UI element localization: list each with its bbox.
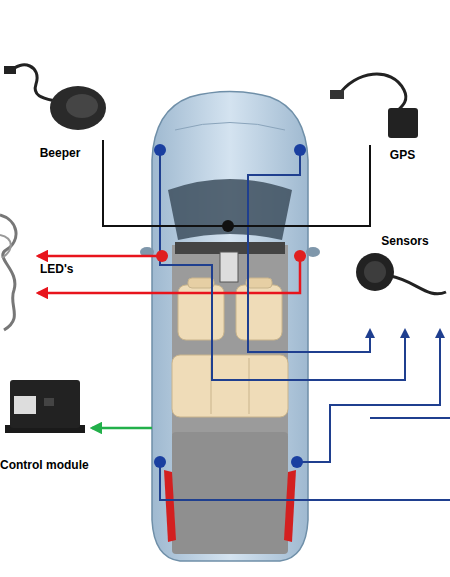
beeper-device bbox=[50, 86, 106, 130]
gps-antenna bbox=[388, 108, 418, 138]
parking-sensor bbox=[356, 253, 394, 291]
led-node: LED's bbox=[0, 205, 30, 335]
led-cable bbox=[0, 235, 11, 258]
sensor-wire bbox=[370, 417, 450, 419]
sensor-wire bbox=[297, 330, 440, 462]
module-arrow bbox=[92, 427, 152, 430]
sensor-wire bbox=[160, 462, 450, 500]
tail-light bbox=[284, 470, 296, 542]
sensor-point bbox=[291, 456, 303, 468]
sensor-wire bbox=[160, 150, 405, 380]
led-point bbox=[156, 250, 168, 262]
led-arrow bbox=[38, 256, 300, 293]
seat-seam bbox=[249, 358, 250, 414]
component-label: Control module bbox=[0, 458, 110, 472]
center-console bbox=[220, 252, 238, 282]
sensor-point bbox=[154, 456, 166, 468]
component-label: Sensors bbox=[365, 234, 445, 248]
module-switch bbox=[44, 398, 54, 406]
sensor-face bbox=[364, 261, 386, 283]
headrest bbox=[246, 278, 272, 288]
floor-carpet bbox=[172, 245, 288, 435]
beeper-node: Beeper bbox=[5, 55, 105, 140]
gps-node: GPS bbox=[340, 55, 445, 145]
beeper-grille bbox=[66, 94, 98, 118]
tail-light bbox=[164, 470, 176, 542]
car-body bbox=[152, 92, 308, 562]
component-label: Beeper bbox=[20, 146, 100, 160]
headrest bbox=[188, 278, 214, 288]
led-cable bbox=[0, 215, 16, 330]
sensor-point bbox=[154, 144, 166, 156]
gps-cable bbox=[338, 74, 406, 112]
trunk-floor bbox=[172, 432, 288, 554]
control-box bbox=[10, 380, 80, 428]
sensor-cable bbox=[390, 276, 446, 294]
side-mirror bbox=[306, 247, 320, 257]
led-arrow bbox=[38, 255, 162, 258]
component-label: GPS bbox=[370, 148, 435, 162]
beeper-plug bbox=[4, 66, 16, 74]
wire-connector bbox=[103, 140, 370, 226]
hood-line bbox=[175, 123, 285, 131]
sensor-wire bbox=[248, 150, 370, 352]
sensor-node: Sensors bbox=[352, 250, 447, 312]
sensor-point bbox=[294, 144, 306, 156]
control-node: Control module bbox=[5, 375, 87, 437]
led-point bbox=[294, 250, 306, 262]
windshield bbox=[168, 179, 292, 240]
rear-seat bbox=[172, 355, 288, 417]
junction-point bbox=[222, 220, 234, 232]
module-connector bbox=[14, 396, 36, 414]
gps-plug bbox=[330, 90, 344, 99]
component-label: LED's bbox=[40, 262, 100, 276]
